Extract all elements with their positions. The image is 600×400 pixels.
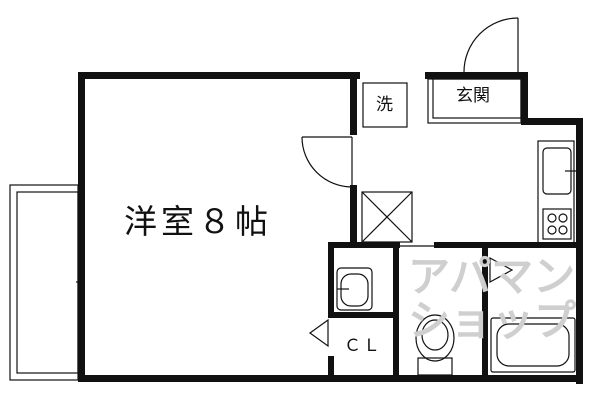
toilet [415,314,455,376]
wall-closet-top [328,312,398,318]
entrance-step-inner [432,78,522,119]
wall-bath-left [482,248,488,382]
wall-ne-step [521,118,583,125]
wall-room-kitchen-upper [350,72,357,135]
toilet-tank [417,357,453,376]
closet-label: ＣＬ [344,336,382,356]
wall-kitchen-south-left [328,242,400,248]
kitchen-counter [537,140,576,244]
washbasin [336,267,373,311]
watermark-line-2: ショップ [408,296,577,345]
room-door-swing [301,136,353,188]
bathtub-inner [496,323,570,367]
fridge-diag-2 [361,191,413,243]
bathtub-outer [490,317,576,373]
refrigerator-space [361,191,413,243]
washer-label: 洗 [376,95,393,115]
wall-room-kitchen-lower [350,185,357,245]
burner-3 [547,225,557,235]
wall-east [576,118,583,384]
burner-4 [558,225,568,235]
burner-2 [558,213,568,223]
interior-walls [328,72,583,382]
toilet-seat [421,319,449,351]
wall-north-room [78,72,360,79]
balcony-outer [9,184,79,381]
wall-closet-right [393,248,399,382]
wall-kitchen-south-right [434,242,583,248]
bath-door-marker [489,256,514,284]
wall-closet-left-lower [328,356,334,382]
closet-door-marker [308,318,329,348]
entrance-label: 玄関 [456,86,490,106]
wall-closet-left [328,242,334,316]
entrance-door [427,17,522,124]
stove [542,208,572,240]
washbasin-inner [340,273,369,307]
entrance-door-swing [463,17,519,73]
watermark-line-1: アパマン [408,252,576,301]
toilet-bowl [415,314,455,362]
room-door [301,136,353,188]
wall-west [78,72,85,382]
fridge-box [361,191,413,243]
burner-1 [547,213,557,223]
counter-outline [537,140,575,244]
main-room-label: 洋室８帖 [124,202,272,241]
balcony-inner [16,191,79,374]
wall-entry-east [521,72,528,124]
bathroom [489,256,576,373]
wall-north-entry [425,72,528,79]
balcony [9,184,84,381]
washer-box [362,82,408,128]
